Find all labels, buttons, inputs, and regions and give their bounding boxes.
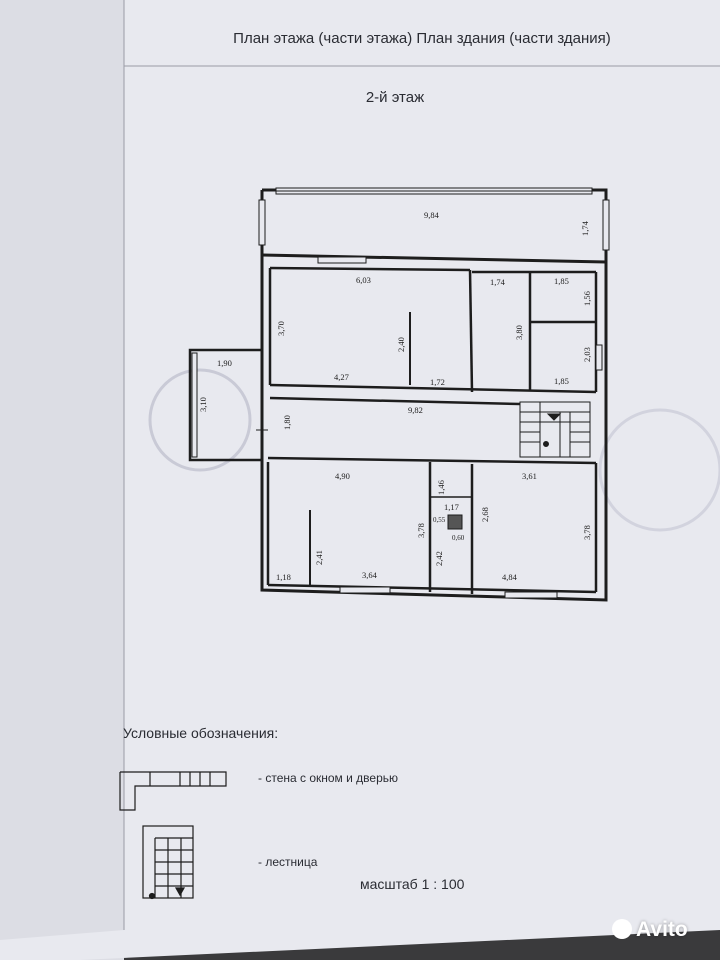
dim-bath-top-width: 1,85: [554, 276, 569, 286]
internal-walls: [266, 266, 598, 594]
side-balcony: [188, 348, 268, 462]
dimension-labels: 9,84 1,74 6,03 3,70 4,27 2,40 1,72 1,74 …: [198, 210, 592, 582]
dim-room2-left: 1,18: [276, 572, 291, 582]
window-room3: [504, 591, 558, 599]
dim-niche-width: 1,17: [444, 502, 459, 512]
dim-room1-depth: 3,70: [276, 321, 286, 336]
legend-stair-label: - лестница: [258, 855, 318, 869]
faint-stamp-2: [598, 408, 720, 532]
staircase: [519, 401, 591, 458]
dim-hall-length: 9,82: [408, 405, 423, 415]
shaft: [447, 514, 463, 530]
legend-title: Условные обозначения:: [123, 725, 279, 741]
dim-small-room-width: 1,74: [490, 277, 506, 287]
back-sheet: [0, 0, 124, 960]
balcony-window-right: [602, 199, 610, 251]
dim-room2-partition: 2,41: [314, 550, 324, 565]
floor-plan: [188, 187, 610, 602]
dim-small-room-depth: 3,80: [514, 325, 524, 340]
floor-label: 2-й этаж: [365, 89, 425, 106]
dim-balcony-depth: 1,74: [580, 220, 590, 236]
dim-niche-depth: 1,46: [436, 480, 446, 495]
dim-room3-depth: 3,78: [582, 525, 592, 540]
window-bath: [595, 344, 603, 371]
dim-side-balcony-depth: 3,10: [198, 397, 208, 412]
dim-room2-depth: 3,78: [416, 523, 426, 538]
dim-room2-bottom: 3,64: [362, 570, 378, 580]
balcony-window-top: [275, 187, 593, 195]
dim-room1-bottom-right: 1,72: [430, 377, 445, 387]
avito-watermark: Avito: [612, 918, 688, 942]
dim-shaft-a: 0,55: [433, 516, 446, 524]
dim-room3-width: 3,61: [522, 471, 537, 481]
sheet-title: План этажа (части этажа) План здания (ча…: [233, 30, 611, 47]
scale-label: масштаб 1 : 100: [360, 876, 465, 892]
avito-logo-icon: [612, 919, 632, 939]
dim-room3-bottom: 4,84: [502, 572, 518, 582]
dim-shaft-b: 0,60: [452, 534, 465, 542]
dim-room2-width: 4,90: [335, 471, 350, 481]
window-room2: [339, 586, 391, 594]
window-room1: [317, 256, 367, 264]
dim-bath-bottom-depth: 2,03: [582, 347, 592, 362]
dim-room1-partition: 2,40: [396, 337, 406, 352]
dim-niche-lower: 2,42: [434, 551, 444, 566]
dim-balcony-width: 9,84: [424, 210, 440, 220]
legend-wall-label: - стена с окном и дверью: [258, 771, 399, 785]
dim-bath-top-depth: 1,56: [582, 291, 592, 306]
legend-wall-symbol: [119, 771, 227, 811]
dim-niche-height: 2,68: [480, 507, 490, 522]
dim-room1-bottom: 4,27: [334, 372, 349, 382]
dim-hall-depth: 1,80: [282, 415, 292, 430]
dim-side-balcony-width: 1,90: [217, 358, 232, 368]
dim-room1-width: 6,03: [356, 275, 371, 285]
faint-stamp: [148, 368, 252, 472]
watermark-text: Avito: [636, 918, 688, 941]
dim-bath-bottom-width: 1,85: [554, 376, 569, 386]
legend-stair-symbol: [142, 825, 194, 900]
balcony-window-left: [258, 199, 266, 246]
